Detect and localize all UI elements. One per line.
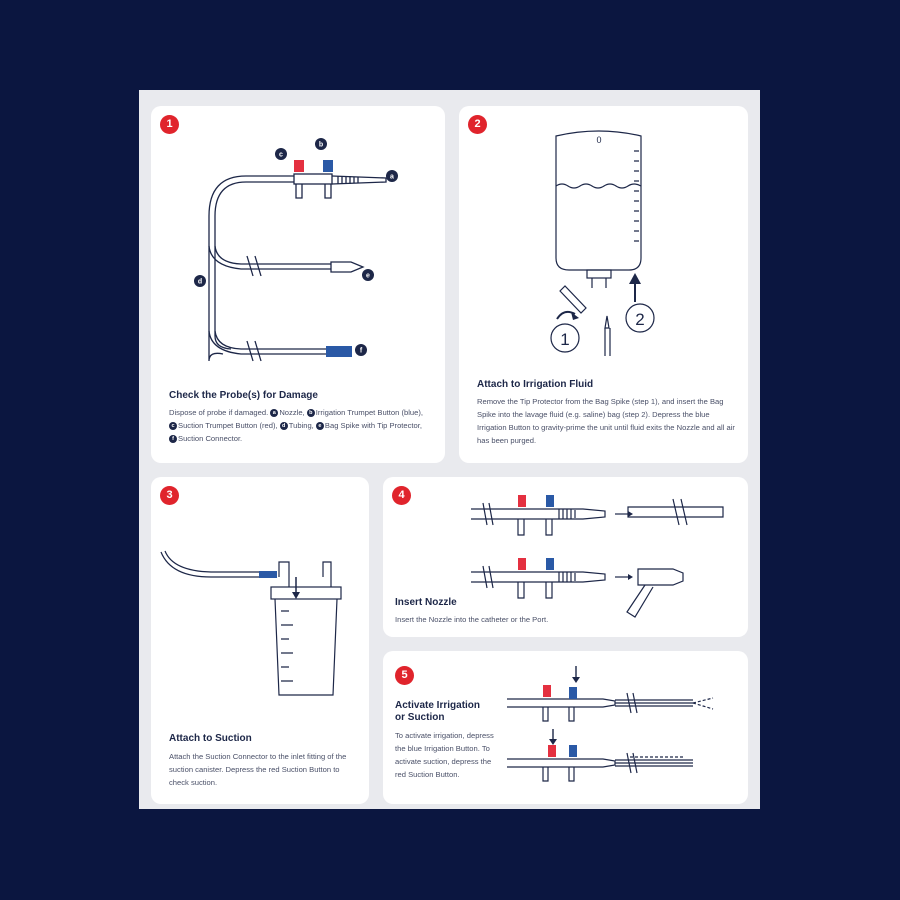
irrigation-button-blue <box>323 160 333 172</box>
svg-text:c: c <box>279 152 283 159</box>
step-3-badge: 3 <box>160 486 179 505</box>
svg-text:a: a <box>390 174 394 181</box>
step-4-body: Insert the Nozzle into the catheter or t… <box>395 615 549 624</box>
step-2-badge: 2 <box>468 115 487 134</box>
callout-2-label: 2 <box>635 310 644 329</box>
suction-canister-diagram <box>160 550 342 696</box>
insert-nozzle-diagram <box>471 495 724 618</box>
step-2-title: Attach to Irrigation Fluid <box>477 379 594 390</box>
step-4-card: 4 <box>383 477 748 637</box>
step-3-card: 3 Attach to Suction Attach the Suction C… <box>151 477 369 804</box>
step-5-card: 5 Ac <box>383 651 748 804</box>
step-5-body: To activate irrigation, depress the blue… <box>395 731 494 779</box>
callout-1-label: 1 <box>560 330 569 349</box>
step-3-body: Attach the Suction Connector to the inle… <box>169 752 347 787</box>
irrigation-bag-diagram: 0 1 2 <box>550 130 655 356</box>
step-1-title: Check the Probe(s) for Damage <box>169 390 318 401</box>
step-5-badge: 5 <box>395 666 414 685</box>
suction-connector <box>259 571 277 578</box>
svg-text:d: d <box>198 279 202 286</box>
step-4-badge: 4 <box>392 486 411 505</box>
suction-connector <box>326 346 352 357</box>
suction-button-red <box>294 160 304 172</box>
step-2-card: 2 0 1 <box>459 106 748 463</box>
svg-text:b: b <box>319 142 323 149</box>
step-1-badge: 1 <box>160 115 179 134</box>
activate-diagram <box>507 666 714 782</box>
step-4-title: Insert Nozzle <box>395 597 457 608</box>
step-5-title: Activate Irrigation or Suction <box>395 700 481 723</box>
bag-top-label: 0 <box>596 135 601 145</box>
step-1-card: 1 <box>151 106 445 463</box>
step-2-body: Remove the Tip Protector from the Bag Sp… <box>477 397 735 445</box>
svg-text:f: f <box>360 348 363 355</box>
step-3-title: Attach to Suction <box>169 733 252 744</box>
instruction-sheet: 1 <box>139 90 760 809</box>
probe-diagram: c b a d e f <box>194 138 398 362</box>
svg-text:e: e <box>366 273 370 280</box>
